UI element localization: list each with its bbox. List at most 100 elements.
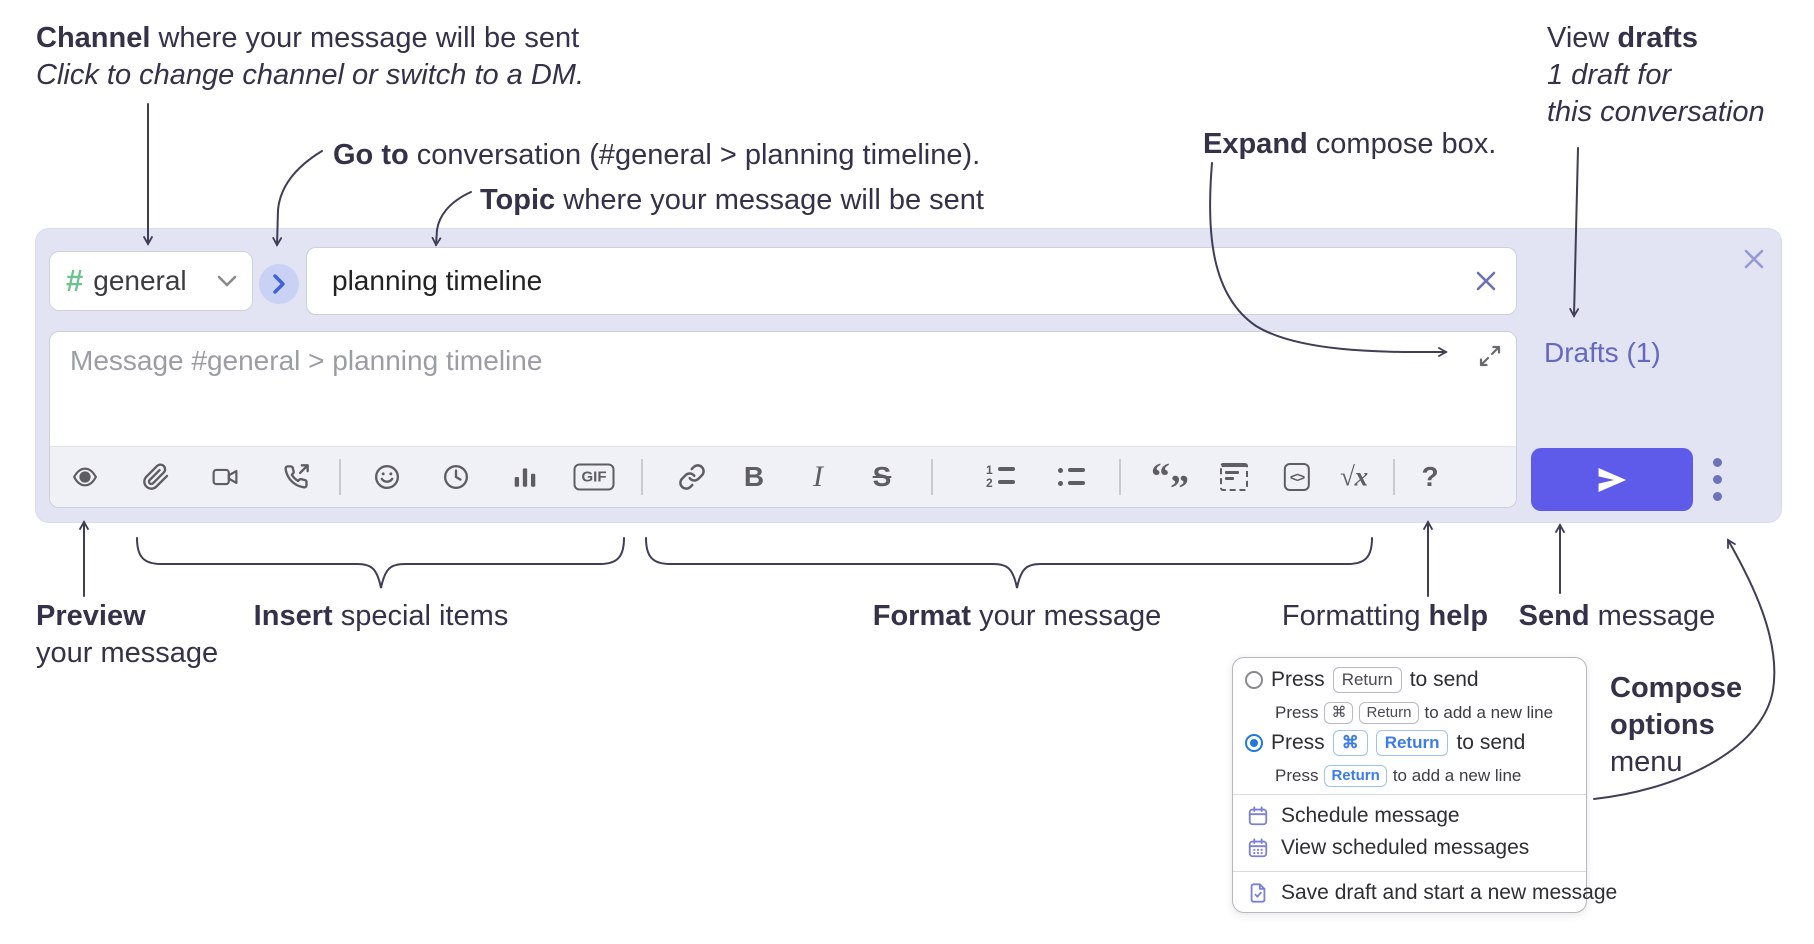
toolbar-divider <box>931 459 933 495</box>
channel-annotation-bold: Channel <box>36 22 151 54</box>
channel-annotation-rest: where your message will be sent <box>150 22 580 54</box>
expand-annotation: Expand compose box. <box>1203 126 1496 163</box>
gif-icon[interactable]: GIF <box>573 463 615 491</box>
bold-icon[interactable]: B <box>743 461 765 492</box>
insert-annotation: Insert special items <box>254 598 509 635</box>
quote-open-glyph: “ <box>1151 456 1170 498</box>
preview-icon[interactable] <box>68 464 102 490</box>
channel-hash-icon: # <box>66 263 84 298</box>
message-box[interactable]: Message #general > planning timeline <box>49 331 1517 508</box>
drafts-annotation-line2: 1 draft for <box>1547 59 1672 91</box>
radio-selected[interactable] <box>1245 734 1263 752</box>
channel-selector[interactable]: # general <box>49 251 253 311</box>
opt1-after: to send <box>1409 668 1479 691</box>
menu-item-save-draft[interactable]: Save draft and start a new message <box>1247 881 1617 905</box>
drafts-annotation-line3: this conversation <box>1547 96 1765 128</box>
menu-item-save-draft-label: Save draft and start a new message <box>1281 881 1618 904</box>
send-annotation-rest: message <box>1589 600 1716 632</box>
send-icon <box>1598 467 1627 492</box>
menu-item-schedule[interactable]: Schedule message <box>1247 804 1460 828</box>
voice-call-icon[interactable] <box>282 463 310 491</box>
channel-annotation-sub: Click to change channel or switch to a D… <box>36 59 585 91</box>
strikethrough-icon[interactable]: S <box>872 461 892 492</box>
channel-annotation: Channel where your message will be sent … <box>36 20 584 94</box>
link-icon[interactable] <box>678 463 706 491</box>
close-compose-icon[interactable] <box>1740 245 1768 273</box>
topic-annotation-bold: Topic <box>480 184 556 216</box>
time-icon[interactable] <box>442 463 470 491</box>
ol-number-2: 2 <box>986 476 993 490</box>
goto-annotation-bold: Go to <box>333 139 409 171</box>
kbd-cmd: ⌘ <box>1324 702 1354 724</box>
kbd-return-blue: Return <box>1324 765 1387 787</box>
send-option-cmd-return[interactable]: Press ⌘ Return to send <box>1245 730 1525 756</box>
math-icon[interactable]: √x <box>1339 461 1369 492</box>
preview-annotation-line2: your message <box>36 637 219 669</box>
clear-topic-icon[interactable] <box>1474 269 1498 293</box>
expand-compose-icon[interactable] <box>1478 344 1502 368</box>
topic-annotation: Topic where your message will be sent <box>480 182 984 219</box>
send-button[interactable] <box>1531 448 1693 511</box>
preview-annotation-bold: Preview <box>36 600 146 632</box>
insert-annotation-bold: Insert <box>253 600 333 632</box>
opt2-after: to send <box>1456 731 1526 754</box>
opt1-sub-press: Press <box>1275 703 1319 722</box>
menu-separator <box>1233 871 1586 872</box>
code-icon[interactable]: <> <box>1283 463 1311 491</box>
compose-options-menu: Press Return to send Press ⌘ Return to a… <box>1232 657 1617 913</box>
toolbar-divider <box>641 459 643 495</box>
insert-annotation-rest: special items <box>332 600 509 632</box>
expand-annotation-rest: compose box. <box>1307 128 1497 160</box>
format-annotation-bold: Format <box>872 600 972 632</box>
send-option-cmd-return-sub: Press Return to add a new line <box>1275 765 1521 787</box>
bulleted-list-icon[interactable] <box>1057 464 1087 490</box>
toolbar-divider <box>1393 459 1395 495</box>
compose-options-annotation-line3: menu <box>1610 746 1683 778</box>
menu-item-schedule-label: Schedule message <box>1281 804 1460 827</box>
opt1-sub-after: to add a new line <box>1424 703 1554 722</box>
menu-item-view-scheduled-label: View scheduled messages <box>1281 836 1530 859</box>
drafts-link[interactable]: Drafts (1) <box>1544 337 1661 368</box>
send-annotation: Send message <box>1519 598 1716 635</box>
compose-toolbar: GIF B I S 1 2 <box>50 446 1516 508</box>
compose-options-annotation: Compose options menu <box>1610 670 1742 781</box>
goto-conversation-button[interactable] <box>259 264 299 304</box>
compose-options-annotation-bold1: Compose <box>1610 672 1743 704</box>
italic-icon[interactable]: I <box>813 460 823 493</box>
toolbar-divider <box>339 459 341 495</box>
menu-item-view-scheduled[interactable]: View scheduled messages <box>1247 836 1529 860</box>
attach-file-icon[interactable] <box>142 463 170 491</box>
calendar-icon <box>1248 806 1268 826</box>
help-annotation: Formatting help <box>1282 598 1488 635</box>
opt1-press: Press <box>1271 668 1325 691</box>
compose-options-annotation-bold2: options <box>1610 709 1715 741</box>
kbd-cmd-blue: ⌘ <box>1332 730 1368 756</box>
expand-annotation-bold: Expand <box>1203 128 1308 160</box>
send-annotation-bold: Send <box>1518 600 1590 632</box>
video-call-icon[interactable] <box>209 464 241 490</box>
spoiler-icon[interactable] <box>1220 463 1248 491</box>
radio-unselected[interactable] <box>1245 671 1263 689</box>
brace-insert <box>136 537 625 589</box>
drafts-annotation-bold: drafts <box>1617 22 1698 54</box>
message-placeholder: Message #general > planning timeline <box>70 345 543 376</box>
quote-close-glyph: ” <box>1170 468 1189 510</box>
channel-name: general <box>93 265 187 296</box>
ol-number-1: 1 <box>986 463 993 477</box>
numbered-list-icon[interactable]: 1 2 <box>986 464 1018 490</box>
calendar-dotted-icon <box>1248 838 1268 858</box>
toolbar-divider <box>1119 459 1121 495</box>
message-formatting-help-icon[interactable]: ? <box>1421 461 1439 492</box>
emoji-icon[interactable] <box>373 463 401 491</box>
opt2-sub-after: to add a new line <box>1392 766 1522 785</box>
compose-options-button[interactable] <box>1703 451 1731 507</box>
format-annotation: Format your message <box>873 598 1162 635</box>
quote-icon[interactable]: “” <box>1151 456 1189 508</box>
send-option-return[interactable]: Press Return to send <box>1245 667 1479 693</box>
topic-input[interactable] <box>332 265 1474 297</box>
poll-icon[interactable] <box>512 464 538 490</box>
brace-format <box>645 537 1373 589</box>
help-annotation-bold: help <box>1428 600 1489 632</box>
kbd-return: Return <box>1332 667 1402 693</box>
